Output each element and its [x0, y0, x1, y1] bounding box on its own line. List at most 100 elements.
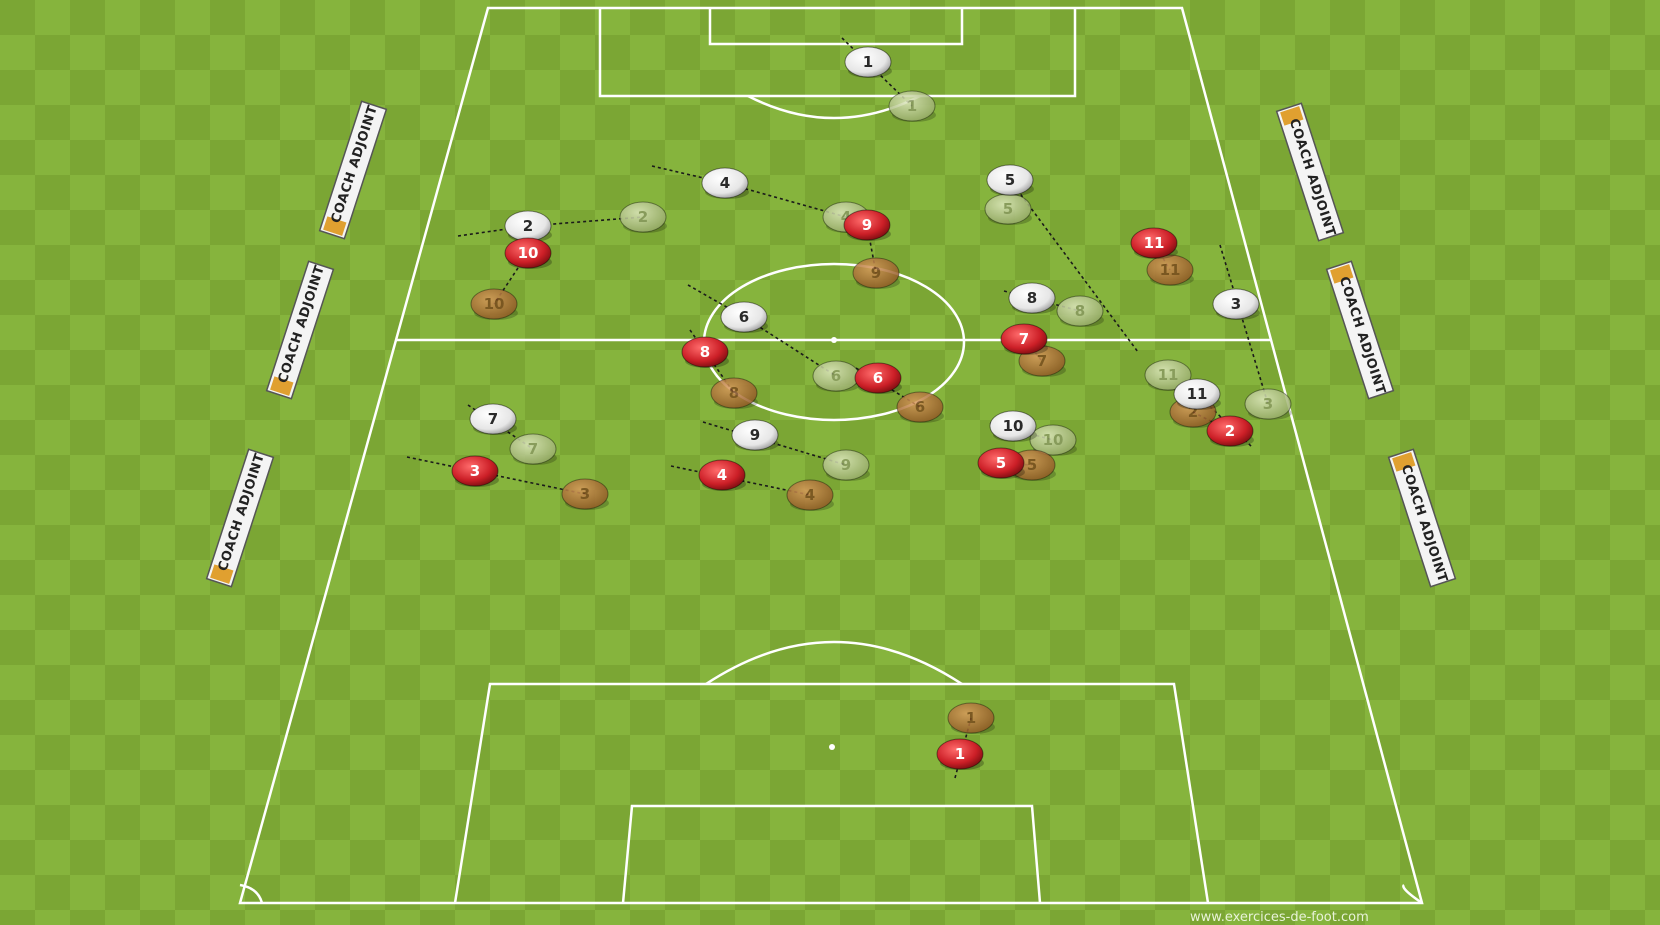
marker-disc [1146, 254, 1194, 286]
red-player-marker[interactable]: 1 [936, 738, 984, 770]
player-number: 10 [1003, 417, 1024, 435]
board-panel [1275, 102, 1345, 242]
red-player-previous-marker[interactable]: 10 [470, 288, 518, 320]
red-player-marker[interactable]: 4 [698, 459, 746, 491]
marker-disc [451, 455, 499, 487]
player-number: 5 [1005, 171, 1015, 189]
marker-disc [854, 362, 902, 394]
player-number: 8 [700, 343, 710, 361]
white-player-marker[interactable]: 5 [986, 164, 1034, 196]
movement-arrow [702, 421, 847, 466]
movement-arrow [493, 252, 529, 305]
marker-disc [888, 90, 936, 122]
player-number: 2 [1225, 422, 1235, 440]
player-number: 3 [1263, 395, 1273, 413]
corner-arc-right [1402, 884, 1423, 905]
white-player-marker[interactable]: 1 [844, 46, 892, 78]
marker-disc [720, 301, 768, 333]
white-player-previous-marker[interactable]: 3 [1244, 388, 1292, 420]
player-number: 8 [1075, 302, 1085, 320]
red-player-marker[interactable]: 8 [681, 336, 729, 368]
white-player-previous-marker[interactable]: 5 [984, 193, 1032, 225]
red-player-marker[interactable]: 9 [843, 209, 891, 241]
player-number: 7 [1037, 352, 1047, 370]
centre-spot [831, 337, 837, 343]
red-player-marker[interactable]: 5 [977, 447, 1025, 479]
marker-disc [989, 410, 1037, 442]
white-player-previous-marker[interactable]: 6 [812, 360, 860, 392]
white-player-marker[interactable]: 7 [469, 403, 517, 435]
white-player-previous-marker[interactable]: 8 [1056, 295, 1104, 327]
marker-disc [1056, 295, 1104, 327]
player-number: 1 [907, 97, 917, 115]
red-player-previous-marker[interactable]: 11 [1146, 254, 1194, 286]
credit-text: www.exercices-de-foot.com [1190, 910, 1369, 925]
player-number: 2 [638, 208, 648, 226]
red-player-previous-marker[interactable]: 1 [947, 702, 995, 734]
player-number: 4 [805, 486, 815, 504]
marker-disc [1244, 388, 1292, 420]
marker-disc [1130, 227, 1178, 259]
player-number: 6 [915, 398, 925, 416]
player-number: 2 [523, 217, 533, 235]
player-number: 10 [484, 295, 505, 313]
player-number: 2 [1188, 403, 1198, 421]
marker-disc [1008, 282, 1056, 314]
marker-disc [710, 377, 758, 409]
white-player-marker[interactable]: 2 [504, 210, 552, 242]
marker-disc [936, 738, 984, 770]
board-logo-icon [1330, 264, 1354, 284]
marker-disc [1173, 378, 1221, 410]
player-number: 5 [996, 454, 1006, 472]
player-number: 9 [871, 264, 881, 282]
red-player-previous-marker[interactable]: 9 [852, 257, 900, 289]
player-number: 4 [841, 208, 851, 226]
marker-disc [977, 447, 1025, 479]
board-panel [1325, 260, 1395, 400]
marker-disc [470, 288, 518, 320]
marker-disc [852, 257, 900, 289]
red-player-previous-marker[interactable]: 8 [710, 377, 758, 409]
white-player-marker[interactable]: 10 [989, 410, 1037, 442]
white-player-previous-marker[interactable]: 9 [822, 449, 870, 481]
white-player-previous-marker[interactable]: 2 [619, 201, 667, 233]
marker-disc [504, 237, 552, 269]
white-player-previous-marker[interactable]: 1 [888, 90, 936, 122]
bottom-penalty-arc [705, 640, 963, 686]
corner-arc-left [239, 883, 264, 904]
red-player-previous-marker[interactable]: 6 [896, 391, 944, 423]
white-player-marker[interactable]: 3 [1212, 288, 1260, 320]
player-number: 5 [1027, 456, 1037, 474]
white-player-marker[interactable]: 8 [1008, 282, 1056, 314]
board-panel [205, 448, 275, 588]
board-logo-icon [1280, 106, 1304, 126]
board-logo-icon [210, 564, 234, 584]
marker-disc [1029, 424, 1077, 456]
white-player-previous-marker[interactable]: 7 [509, 433, 557, 465]
red-player-marker[interactable]: 3 [451, 455, 499, 487]
marker-disc [822, 449, 870, 481]
red-player-marker[interactable]: 11 [1130, 227, 1178, 259]
player-number: 7 [1019, 330, 1029, 348]
white-player-marker[interactable]: 6 [720, 301, 768, 333]
player-number: 7 [488, 410, 498, 428]
player-number: 3 [470, 462, 480, 480]
red-player-marker[interactable]: 7 [1000, 323, 1048, 355]
red-player-previous-marker[interactable]: 3 [561, 478, 609, 510]
player-number: 10 [1043, 431, 1064, 449]
player-number: 1 [863, 53, 873, 71]
white-player-marker[interactable]: 11 [1173, 378, 1221, 410]
marker-disc [786, 479, 834, 511]
red-player-marker[interactable]: 6 [854, 362, 902, 394]
white-player-marker[interactable]: 4 [701, 167, 749, 199]
white-player-marker[interactable]: 9 [731, 419, 779, 451]
red-player-marker[interactable]: 10 [504, 237, 552, 269]
red-player-marker[interactable]: 2 [1206, 415, 1254, 447]
red-player-previous-marker[interactable]: 4 [786, 479, 834, 511]
player-number: 11 [1144, 234, 1165, 252]
top-goal-area [708, 8, 964, 46]
marker-disc [701, 167, 749, 199]
marker-disc [1212, 288, 1260, 320]
board-panel [265, 260, 335, 400]
